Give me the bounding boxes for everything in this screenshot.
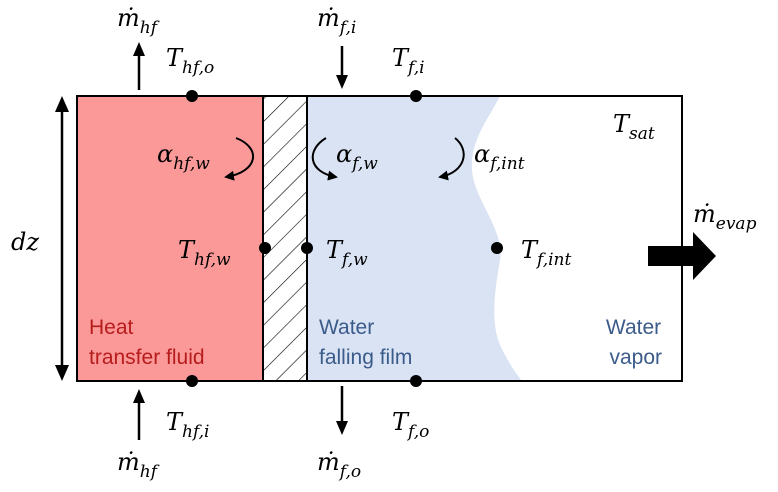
label-T-f-o: Tf,o (392, 408, 429, 442)
alpha-hf-w-arrow (224, 137, 254, 181)
label-m-hf-out: ṁhf (117, 4, 160, 38)
point-T-f-o (410, 375, 422, 387)
falling-film-region (307, 96, 522, 381)
label-T-hf-w: Thf,w (178, 236, 231, 270)
label-alpha-hf-w: αhf,w (157, 140, 210, 174)
label-T-hf-o: Thf,o (166, 44, 214, 78)
wall-region (263, 96, 307, 381)
label-m-hf-in: ṁhf (117, 448, 160, 482)
label-m-evap: ṁevap (693, 200, 757, 234)
region-label-vapor: Water vapor (606, 316, 667, 369)
m-f-in-arrow-head (336, 75, 348, 89)
label-T-hf-i: Thf,i (166, 408, 210, 442)
point-T-f-i (410, 90, 422, 102)
label-dz: dz (11, 228, 39, 256)
region-label-falling-film: Water falling film (319, 316, 412, 369)
heat-transfer-fluid-region (77, 96, 263, 381)
label-T-f-i: Tf,i (392, 44, 425, 78)
dz-arrow-head-top (55, 96, 69, 112)
label-m-f-out: ṁf,o (317, 448, 361, 482)
m-f-out-arrow-head (336, 421, 348, 435)
point-T-hf-o (186, 90, 198, 102)
label-alpha-f-w: αf,w (336, 140, 378, 174)
label-T-f-int: Tf,int (521, 236, 571, 270)
label-T-sat: Tsat (613, 110, 655, 144)
point-T-f-w (301, 242, 313, 254)
control-volume-outline (76, 95, 683, 382)
alpha-f-w-arrow (311, 137, 338, 181)
point-T-f-int (491, 242, 503, 254)
dz-arrow-head-bottom (55, 365, 69, 381)
label-T-f-w: Tf,w (326, 236, 368, 270)
label-m-f-in: ṁf,i (317, 4, 356, 38)
point-T-hf-w (259, 242, 271, 254)
m-evap-arrow (648, 232, 716, 280)
region-label-heat-fluid: Heat transfer fluid (89, 316, 205, 369)
label-alpha-f-int: αf,int (474, 140, 525, 174)
m-hf-in-arrow-head (133, 389, 145, 403)
alpha-f-int-arrow (438, 137, 465, 181)
m-hf-out-arrow-head (133, 42, 145, 56)
point-T-hf-i (186, 375, 198, 387)
